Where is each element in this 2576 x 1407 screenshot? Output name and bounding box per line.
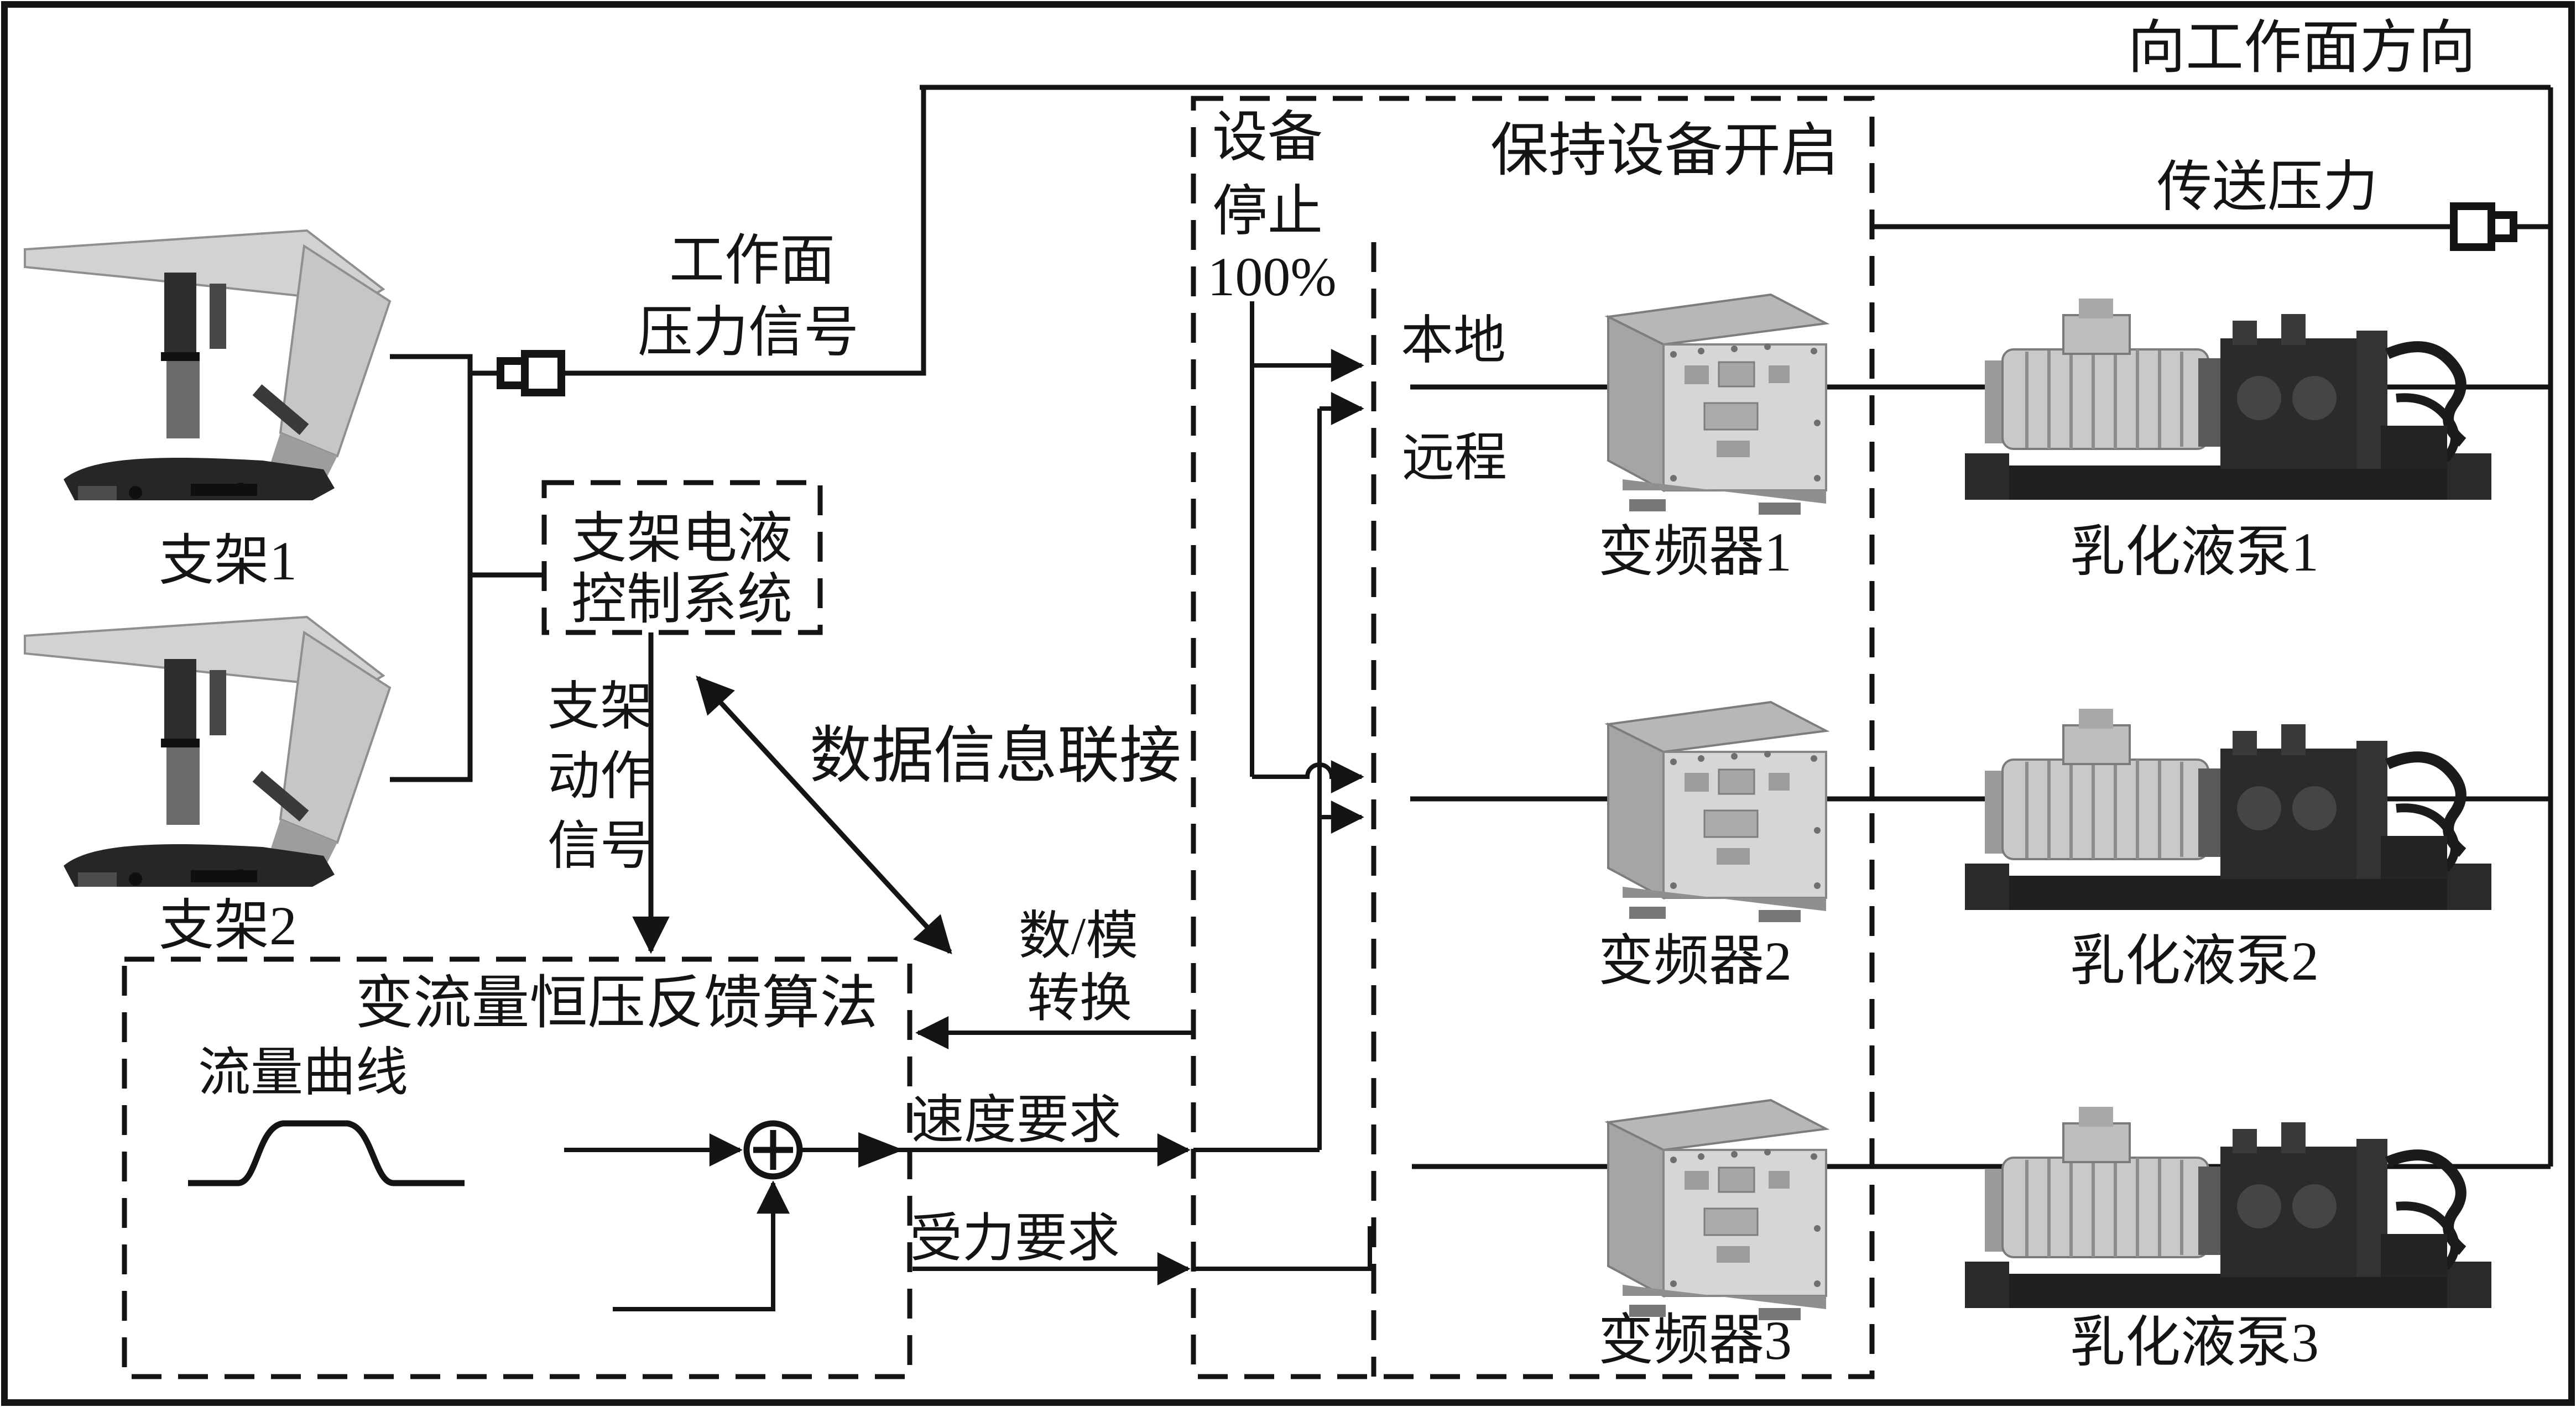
support-action-label-3: 信号 (547, 817, 653, 875)
device-stop-label-1: 设备 (1212, 107, 1323, 168)
converter-1-image (1607, 294, 1827, 516)
controller-label-1: 支架电液 (571, 508, 792, 569)
working-face-pressure-label-2: 压力信号 (638, 302, 859, 363)
pump-1-image (1965, 299, 2491, 500)
speed-mid-arrowhead (858, 1132, 904, 1168)
pump-2-label: 乳化液泵2 (2070, 930, 2319, 992)
support-action-label-1: 支架 (547, 677, 653, 736)
pump-3-label: 乳化液泵3 (2070, 1312, 2319, 1373)
device-stop-label-2: 停止 (1212, 181, 1323, 242)
support-action-label-2: 动作 (547, 747, 653, 806)
sum-junction-icon (743, 1120, 803, 1180)
support-bus-line (390, 354, 473, 782)
pump-3-image (1965, 1107, 2491, 1308)
pressure-signal-line (470, 87, 926, 376)
converter-3-label: 变频器3 (1598, 1310, 1792, 1371)
transmit-pressure-label: 传送压力 (2157, 156, 2378, 218)
force-requirement-label: 受力要求 (910, 1209, 1120, 1268)
pressure-sensor-left-icon (497, 350, 565, 396)
algorithm-box (122, 956, 912, 1379)
support-1-image (25, 231, 390, 500)
working-face-pressure-label-1: 工作面 (669, 230, 835, 291)
support-2-image (25, 617, 390, 887)
device-stop-label-3: 100% (1207, 246, 1336, 307)
da-convert-label-1: 数/模 (1019, 907, 1138, 965)
remote-label: 远程 (1402, 428, 1507, 487)
row2-upper-arrow (1252, 760, 1364, 793)
converter-3-image (1607, 1099, 1827, 1321)
pressure-sensor-right-icon (2450, 202, 2517, 251)
pump-1-label: 乳化液泵1 (2070, 521, 2319, 583)
data-link-arrow (696, 676, 952, 954)
converter-group-box (1191, 96, 1875, 1379)
da-convert-label-2: 转换 (1027, 969, 1132, 1028)
local-label: 本地 (1401, 311, 1506, 370)
controller-box (541, 480, 823, 635)
converter-1-label: 变频器1 (1598, 521, 1792, 583)
pump-2-image (1965, 709, 2491, 910)
sum-feedback-arrow (613, 1180, 790, 1311)
support-1-label: 支架1 (159, 530, 297, 592)
flow-curve (188, 1120, 465, 1186)
algorithm-title: 变流量恒压反馈算法 (355, 971, 878, 1035)
force-entry-line (1193, 1226, 1372, 1271)
direction-title: 向工作面方向 (2127, 15, 2476, 80)
converter-2-label: 变频器2 (1598, 930, 1792, 992)
keep-on-label: 保持设备开启 (1490, 118, 1839, 183)
support-2-label: 支架2 (159, 895, 297, 956)
speed-requirement-label: 速度要求 (911, 1091, 1122, 1149)
controller-label-2: 控制系统 (571, 569, 792, 630)
data-link-label: 数据信息联接 (810, 722, 1181, 791)
converter-2-image (1607, 701, 1827, 923)
flow-curve-label: 流量曲线 (198, 1043, 408, 1102)
